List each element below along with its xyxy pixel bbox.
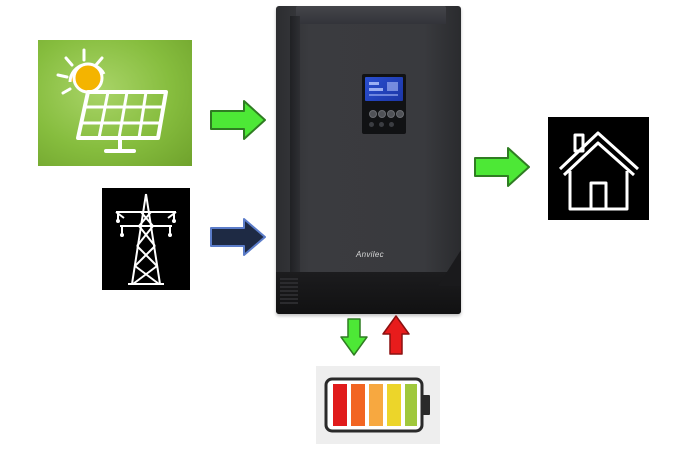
grid-to-inverter-arrow <box>210 218 266 256</box>
battery-icon <box>324 377 430 433</box>
inverter-button-2[interactable] <box>378 110 386 118</box>
inverter-vent-grille <box>280 278 298 308</box>
inverter-body <box>276 6 461 314</box>
solar-panel-tile <box>38 40 192 166</box>
battery-tile <box>316 366 440 444</box>
solar-panel-icon <box>56 48 168 153</box>
inverter-button-4[interactable] <box>396 110 404 118</box>
inverter-to-house-arrow <box>474 147 530 187</box>
battery-cell-2 <box>351 384 365 426</box>
inverter-base <box>276 272 461 314</box>
inverter-to-battery-arrow <box>340 318 368 356</box>
inverter-button-3[interactable] <box>387 110 395 118</box>
inverter-brand-label: Anvilec <box>356 250 384 259</box>
solar-to-inverter-arrow <box>210 100 266 140</box>
battery-cell-3 <box>369 384 383 426</box>
power-tower-tile <box>102 188 190 290</box>
house-icon <box>558 131 640 211</box>
house-tile <box>548 117 649 220</box>
inverter-side-vent <box>290 16 300 286</box>
inverter-top-cap <box>296 6 446 24</box>
power-tower-icon <box>115 193 177 285</box>
battery-to-inverter-arrow <box>382 315 410 355</box>
inverter-button-1[interactable] <box>369 110 377 118</box>
battery-cell-4 <box>387 384 401 426</box>
battery-cell-5 <box>405 384 417 426</box>
inverter-lcd-screen <box>365 77 403 101</box>
battery-cell-1 <box>333 384 347 426</box>
inverter-indicator-row <box>369 122 403 128</box>
